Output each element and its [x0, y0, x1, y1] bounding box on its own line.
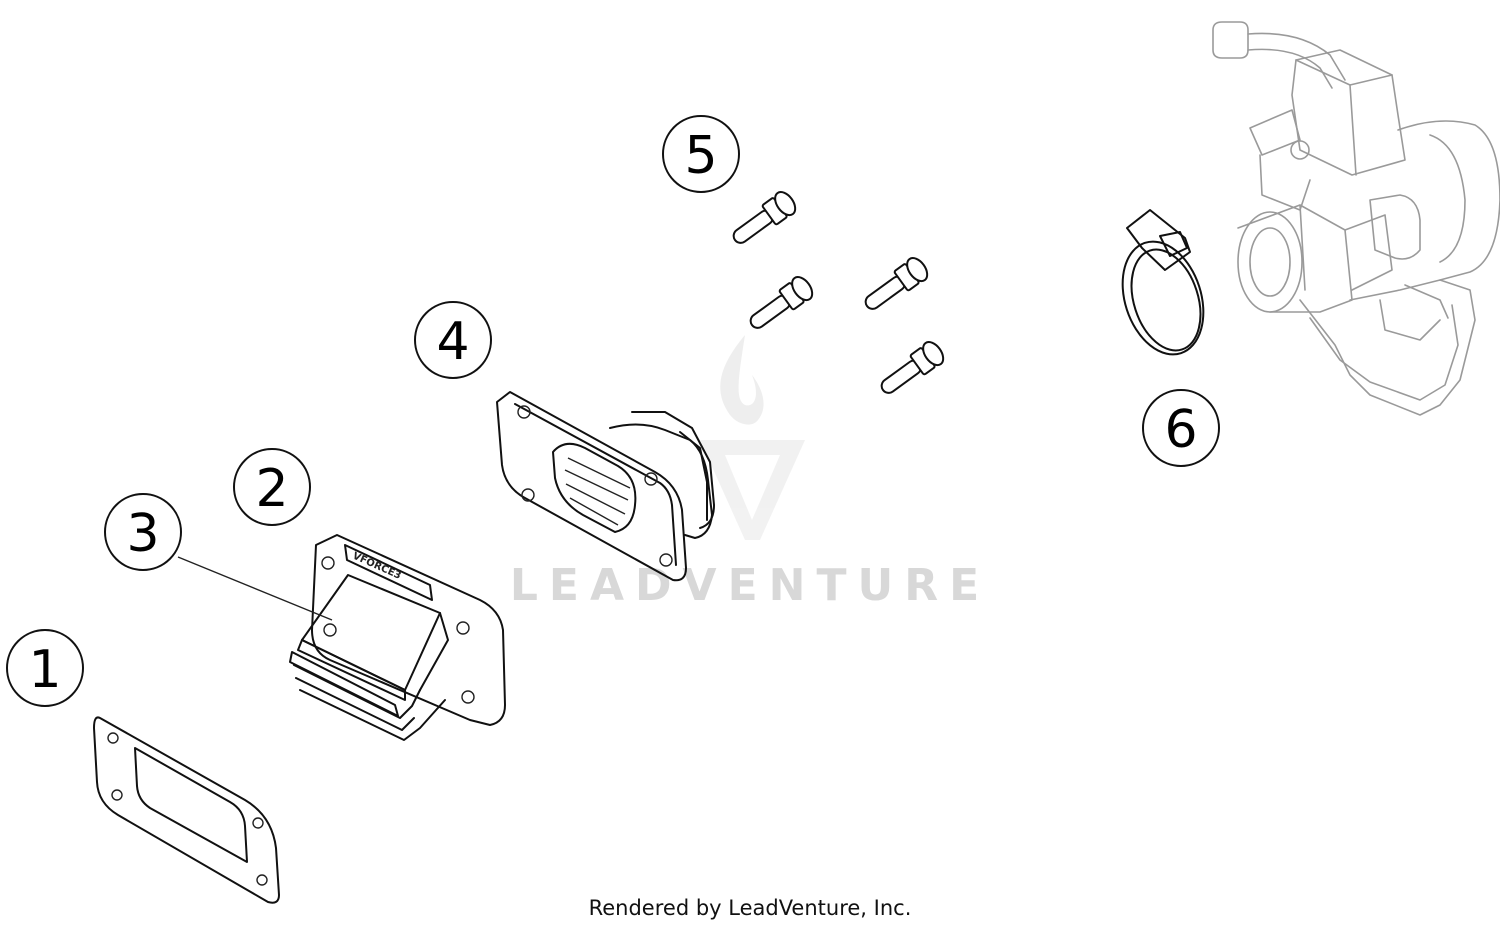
callout-4-label: 4: [436, 312, 469, 372]
callout-6-label: 6: [1164, 400, 1197, 460]
callout-1: 1: [6, 629, 84, 707]
bolt-4: [880, 341, 945, 394]
render-credit: Rendered by LeadVenture, Inc.: [588, 896, 912, 920]
leader-line-3: [177, 556, 333, 621]
callout-6: 6: [1142, 389, 1220, 467]
callout-4: 4: [414, 301, 492, 379]
part-hose-clamp: [1121, 209, 1205, 356]
callout-3-label: 3: [126, 504, 159, 564]
flame-logo-icon: [700, 335, 805, 540]
bolt-3: [864, 257, 929, 310]
carburetor-reference: [1212, 21, 1500, 416]
callout-1-label: 1: [28, 640, 61, 700]
leadventure-watermark: LEADVENTURE: [510, 335, 990, 611]
part-bolts: [732, 191, 945, 394]
callout-3: 3: [104, 493, 182, 571]
watermark-text: LEADVENTURE: [510, 560, 990, 611]
callout-5-label: 5: [684, 126, 717, 186]
bolt-1: [732, 191, 797, 244]
part-intake-flange: [496, 391, 715, 582]
callout-2: 2: [233, 448, 311, 526]
callout-2-label: 2: [255, 459, 288, 519]
callout-5: 5: [662, 115, 740, 193]
bolt-2: [749, 276, 814, 329]
part-gasket: [93, 716, 280, 904]
part-reed-valve: VFORCE3: [289, 534, 506, 741]
